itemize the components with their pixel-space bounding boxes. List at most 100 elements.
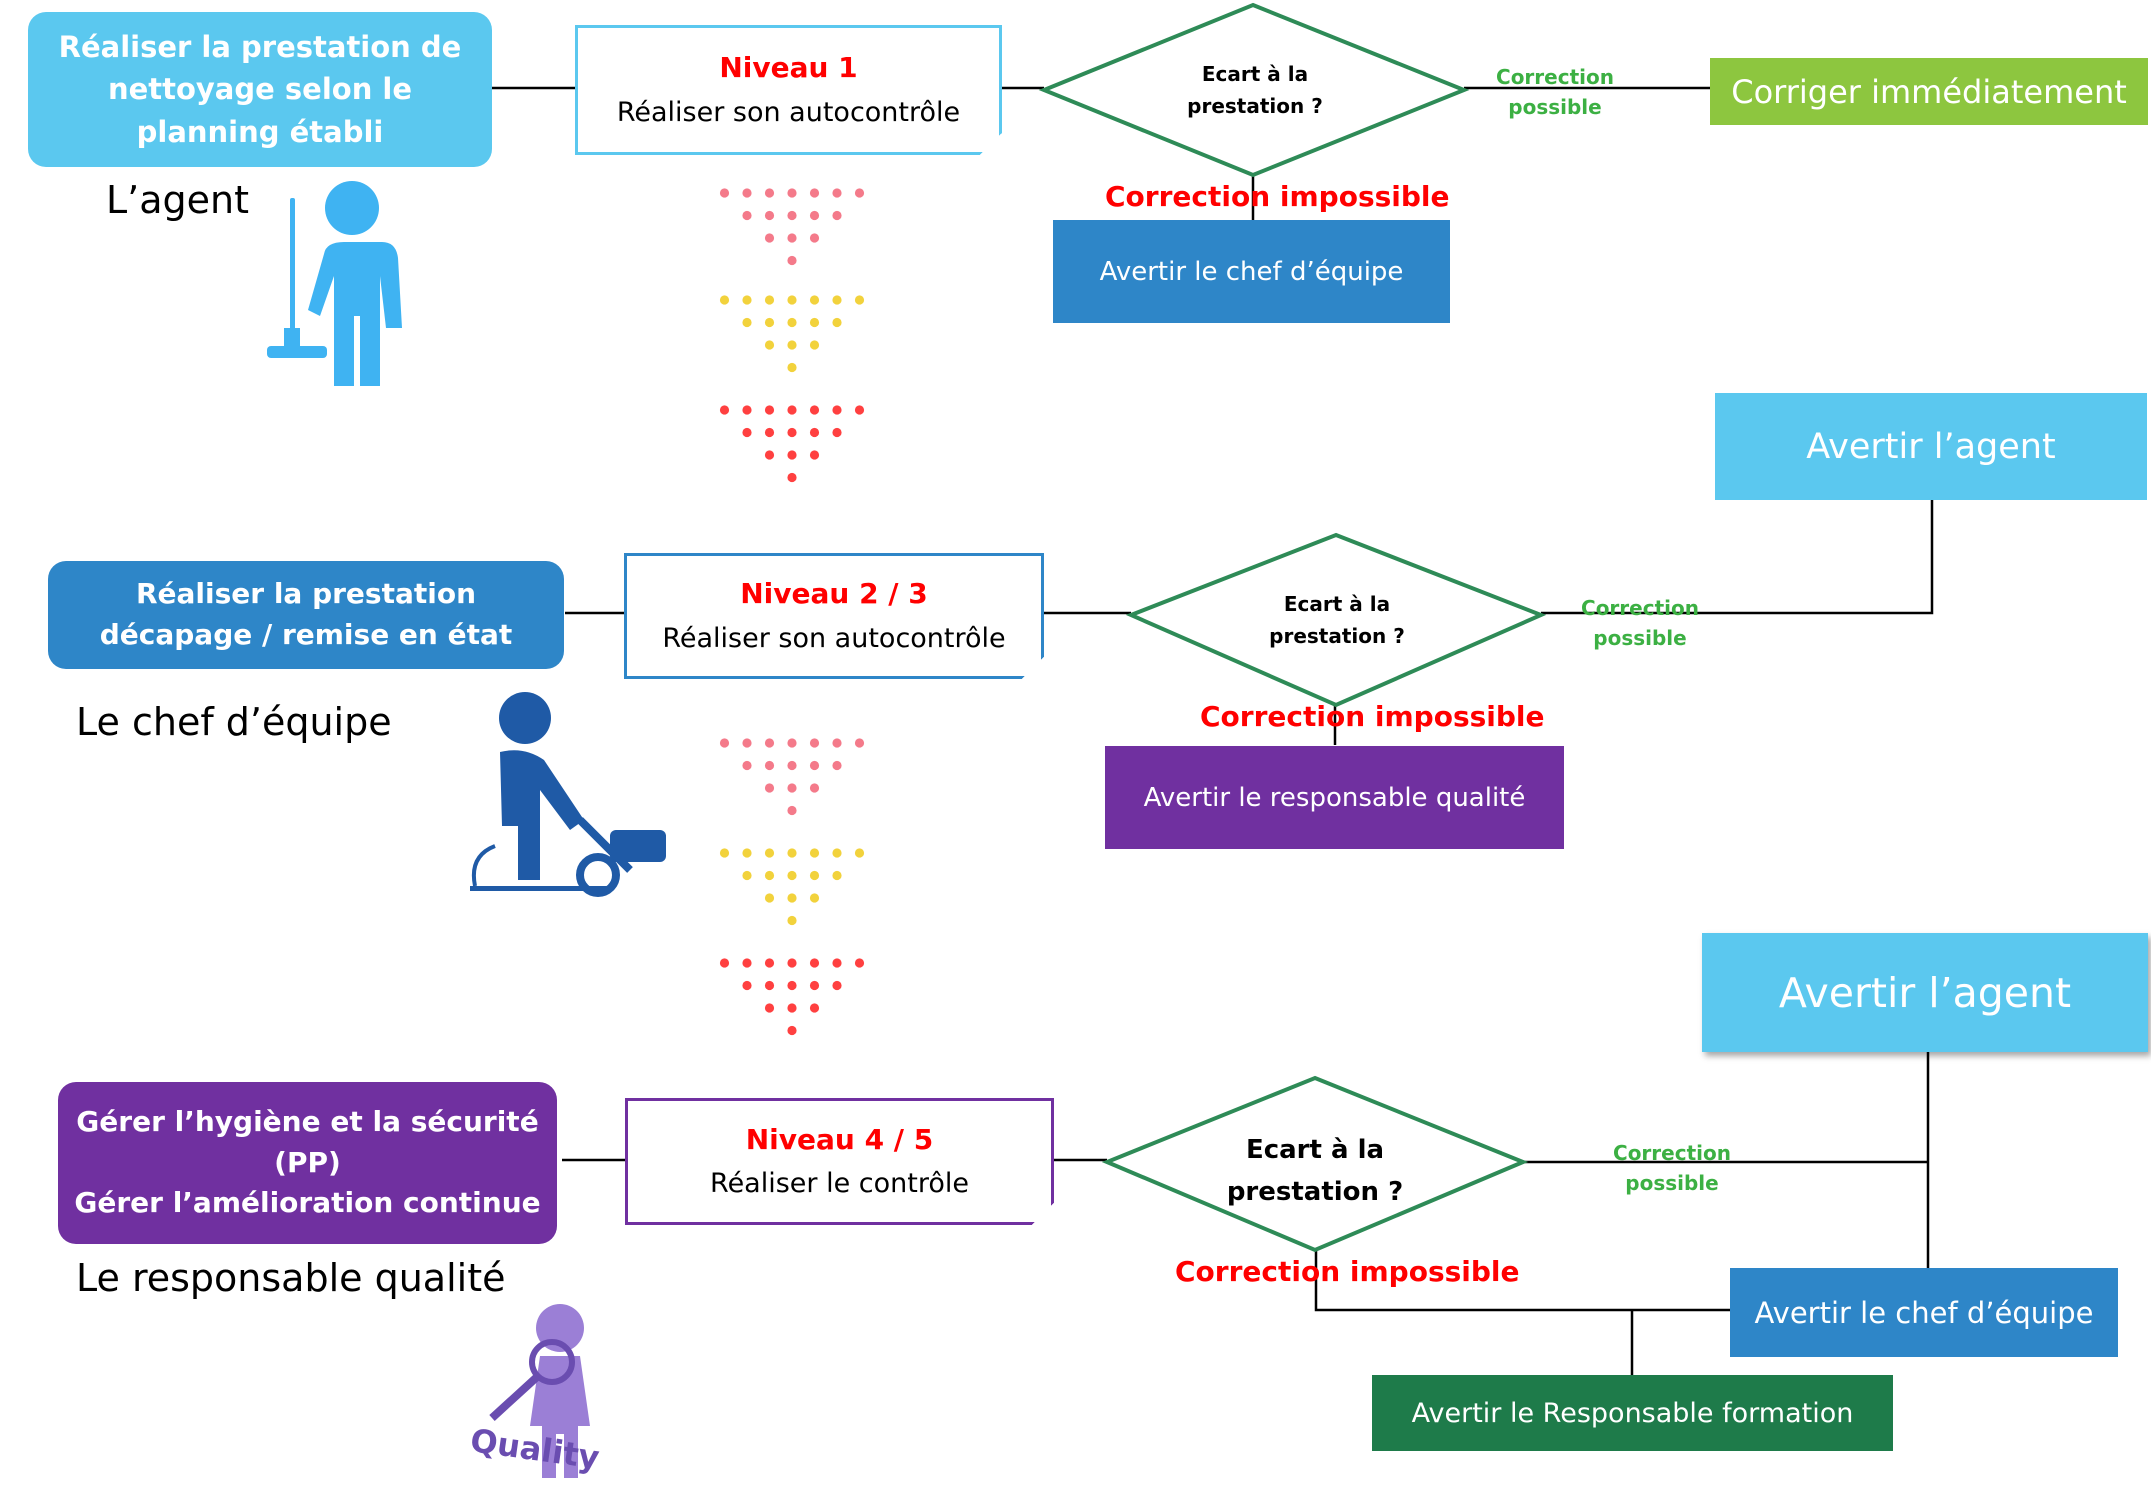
floor-scrubber-icon	[470, 692, 666, 897]
escalation-dot	[742, 427, 752, 438]
escalation-dot	[809, 848, 820, 858]
escalation-dot	[854, 958, 865, 968]
yes-label-3: Correction possible	[1613, 1141, 1731, 1195]
escalation-dot	[742, 188, 752, 198]
escalation-dot	[764, 893, 775, 903]
escalation-dot	[832, 980, 842, 991]
escalation-dot	[809, 450, 820, 460]
diamond-question-3: Ecart à la prestation ?	[1226, 1135, 1404, 1207]
escalation-dot	[764, 233, 775, 243]
escalation-dot	[787, 405, 797, 415]
escalation-dot	[764, 317, 775, 328]
escalation-dot	[809, 783, 820, 793]
escalation-dot	[809, 405, 820, 415]
escalation-dot	[787, 870, 797, 881]
escalation-dot	[719, 738, 730, 748]
escalation-dot	[787, 738, 797, 748]
escalation-dot	[742, 317, 752, 328]
no-action-box-3: Avertir le Responsable formation	[1372, 1375, 1893, 1451]
escalation-dot	[832, 738, 842, 748]
escalation-dot	[854, 738, 865, 748]
escalation-dot	[742, 405, 752, 415]
escalation-dot	[742, 848, 752, 858]
escalation-dot	[742, 295, 752, 305]
escalation-dot	[832, 760, 842, 771]
activity-line-3a: Gérer l’hygiène et la sécurité	[76, 1105, 539, 1139]
level-check-3: Réaliser le contrôle	[710, 1168, 969, 1200]
escalation-dot	[809, 738, 820, 748]
extra-action-box-3: Avertir le chef d’équipe	[1730, 1268, 2118, 1357]
folded-corner	[980, 133, 1002, 155]
no-label-2: Correction impossible	[1200, 700, 1545, 733]
escalation-dot	[809, 317, 820, 328]
escalation-dot	[809, 760, 820, 771]
folded-corner	[1022, 657, 1044, 679]
level-check-2: Réaliser son autocontrôle	[662, 622, 1006, 654]
level-title-1: Niveau 1	[719, 51, 858, 84]
activity-box-3: Gérer l’hygiène et la sécurité (PP) Gére…	[58, 1082, 557, 1244]
escalation-dot	[854, 405, 865, 415]
escalation-dot	[832, 295, 842, 305]
yes-label-2: Correction possible	[1581, 596, 1699, 650]
escalation-dot	[742, 210, 752, 221]
escalation-dot	[787, 805, 797, 816]
escalation-dot	[832, 848, 842, 858]
escalation-dot	[854, 188, 865, 198]
quality-figure-icon	[489, 1304, 590, 1478]
escalation-dot	[787, 958, 797, 968]
escalation-dot	[787, 450, 797, 460]
escalation-dot	[719, 295, 730, 305]
escalation-dot	[809, 210, 820, 221]
escalation-dot	[787, 893, 797, 903]
yes-action-box-3: Avertir l’agent	[1702, 933, 2148, 1052]
escalation-dot	[764, 405, 775, 415]
no-action-text-2: Avertir le responsable qualité	[1143, 782, 1526, 813]
escalation-dot	[719, 188, 730, 198]
dotted-escalation-arrows	[719, 188, 865, 1036]
escalation-dot	[764, 1003, 775, 1013]
level-check-1: Réaliser son autocontrôle	[616, 96, 961, 128]
escalation-dot	[787, 255, 797, 266]
role-label-1: L’agent	[106, 178, 250, 222]
escalation-dot	[764, 427, 775, 438]
decision-diamond-2	[1125, 532, 1547, 708]
escalation-dot	[832, 317, 842, 328]
escalation-dot	[787, 848, 797, 858]
decision-diamond-1	[1038, 2, 1470, 178]
diamond-question-1: Ecart à la prestation ?	[1187, 62, 1323, 118]
extra-action-text-3: Avertir le chef d’équipe	[1754, 1295, 2094, 1330]
escalation-dot	[719, 958, 730, 968]
yes-action-text-1: Corriger immédiatement	[1731, 72, 2127, 111]
escalation-dot	[787, 295, 797, 305]
escalation-dot	[719, 405, 730, 415]
role-label-2: Le chef d’équipe	[76, 700, 392, 744]
escalation-dot	[854, 848, 865, 858]
activity-box-2: Réaliser la prestation décapage / remise…	[48, 561, 564, 669]
connector-diamond3-to-chef	[1314, 1250, 1730, 1312]
level-card-2: Niveau 2 / 3 Réaliser son autocontrôle	[624, 553, 1044, 679]
level-title-3: Niveau 4 / 5	[745, 1122, 934, 1156]
escalation-dot	[832, 958, 842, 968]
yes-action-text-3: Avertir l’agent	[1778, 968, 2072, 1017]
no-label-3: Correction impossible	[1175, 1255, 1520, 1288]
yes-action-text-2: Avertir l’agent	[1806, 426, 2056, 467]
escalation-dot	[764, 450, 775, 460]
escalation-dot	[764, 870, 775, 881]
cleaner-mop-icon	[267, 181, 402, 386]
yes-action-box-2: Avertir l’agent	[1715, 393, 2147, 500]
escalation-dot	[832, 870, 842, 881]
escalation-dot	[787, 1025, 797, 1036]
escalation-dot	[742, 738, 752, 748]
escalation-dot	[719, 848, 730, 858]
escalation-dot	[809, 295, 820, 305]
no-action-box-2: Avertir le responsable qualité	[1105, 746, 1564, 849]
folded-corner	[1032, 1203, 1054, 1225]
escalation-dot	[809, 233, 820, 243]
escalation-dot	[832, 210, 842, 221]
no-action-text-1: Avertir le chef d’équipe	[1099, 256, 1404, 287]
activity-text-2: Réaliser la prestation décapage / remise…	[99, 577, 513, 651]
escalation-dot	[809, 870, 820, 881]
escalation-dot	[787, 210, 797, 221]
activity-line-3b: (PP)	[274, 1145, 341, 1179]
